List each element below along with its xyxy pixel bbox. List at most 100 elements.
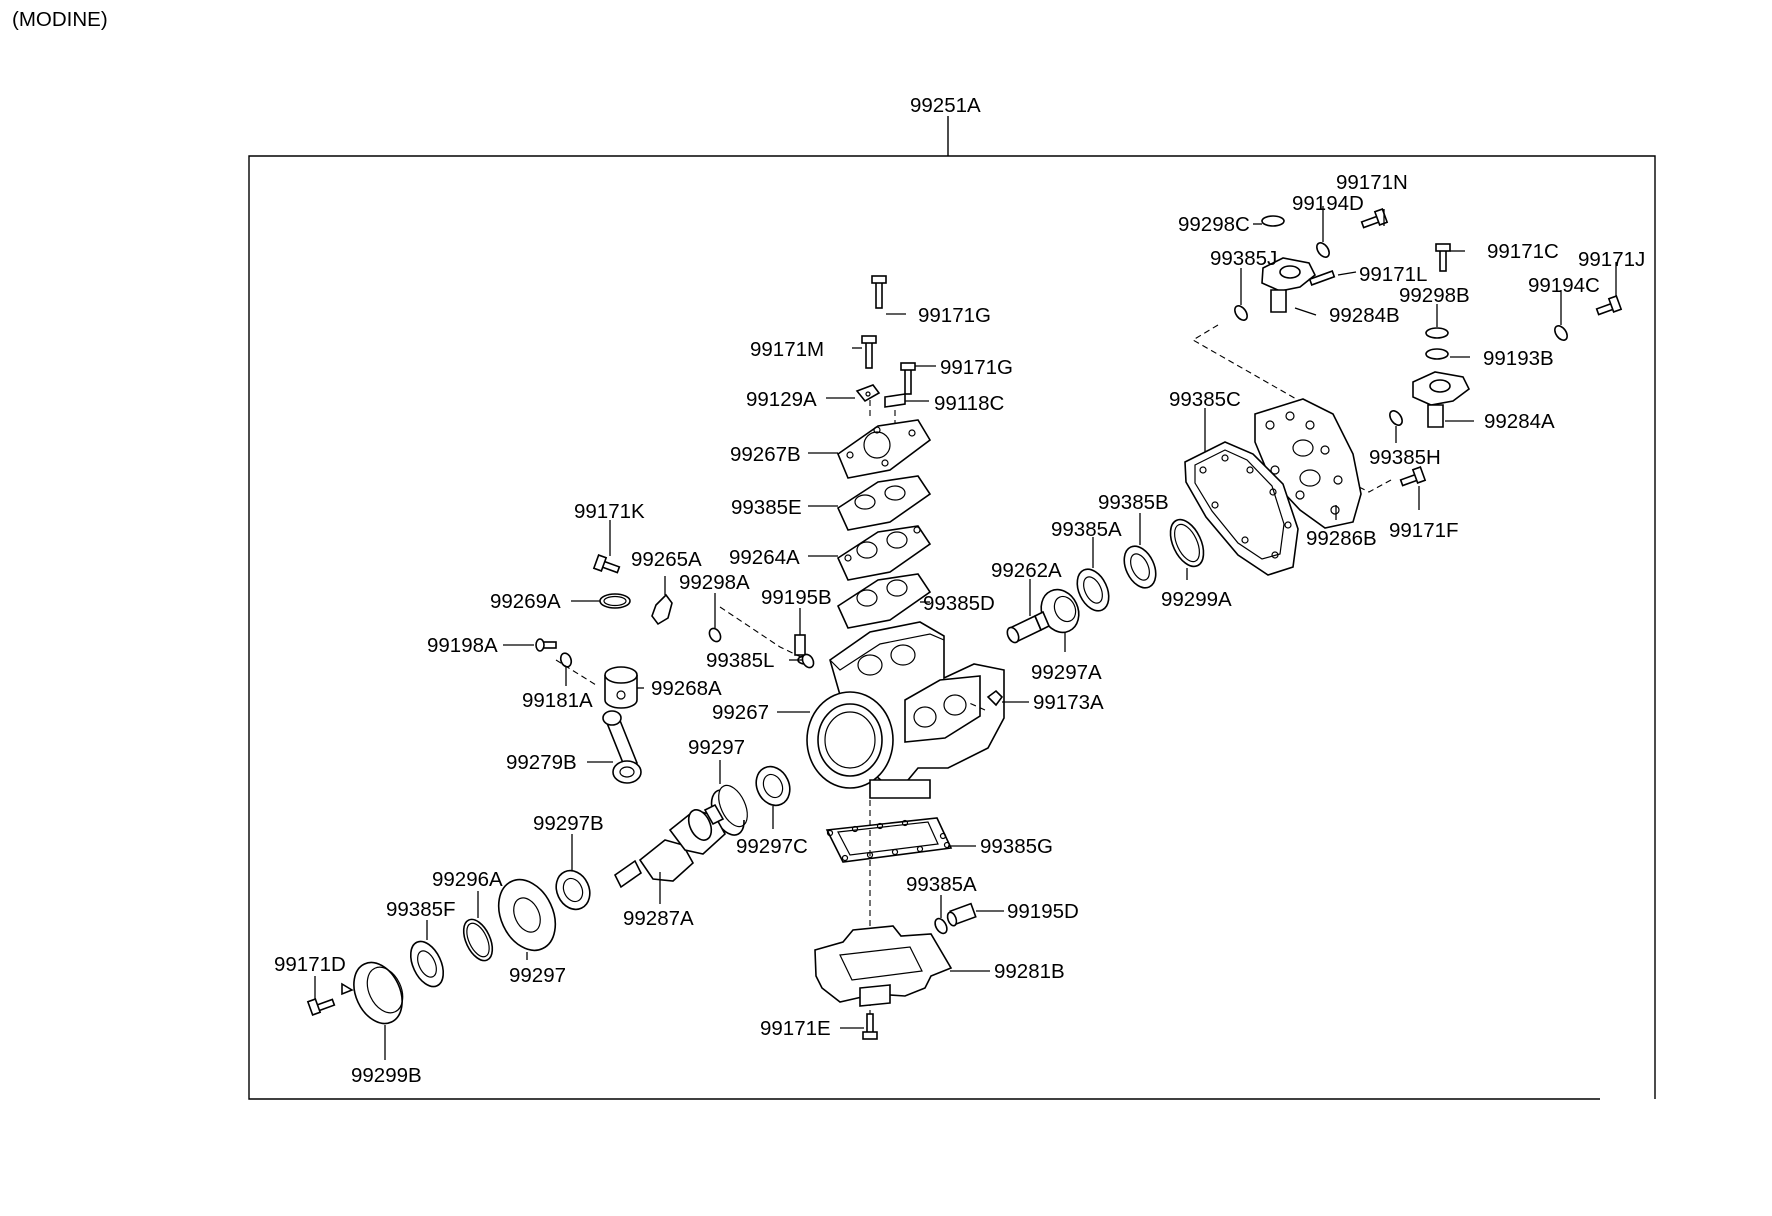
label-99298c[interactable]: 99298C: [1178, 213, 1250, 236]
oring-99298a[interactable]: [707, 626, 723, 643]
label-99299b[interactable]: 99299B: [351, 1064, 422, 1087]
label-99296a[interactable]: 99296A: [432, 868, 503, 891]
label-99195d[interactable]: 99195D: [1007, 900, 1079, 923]
label-99173a[interactable]: 99173A: [1033, 691, 1104, 714]
label-99286b[interactable]: 99286B: [1306, 527, 1377, 550]
connecting-rod-99279b[interactable]: [602, 710, 642, 784]
label-99385b[interactable]: 99385B: [1098, 491, 1169, 514]
bolt-99171n[interactable]: [1360, 208, 1389, 229]
label-99264a[interactable]: 99264A: [729, 546, 800, 569]
label-99297-bot[interactable]: 99297: [509, 964, 566, 987]
label-99284a[interactable]: 99284A: [1484, 410, 1555, 433]
piston-99268a[interactable]: [604, 666, 638, 709]
gasket-99385g[interactable]: [825, 817, 953, 863]
clip-99181a[interactable]: [559, 652, 573, 669]
gasket-99385c[interactable]: [1184, 441, 1299, 576]
label-99193b[interactable]: 99193B: [1483, 347, 1554, 370]
label-99171k[interactable]: 99171K: [574, 500, 645, 523]
gasket-99385f[interactable]: [404, 936, 450, 991]
label-99171n[interactable]: 99171N: [1336, 171, 1408, 194]
label-99171d[interactable]: 99171D: [274, 953, 346, 976]
label-99194c[interactable]: 99194C: [1528, 274, 1600, 297]
label-99171g-top[interactable]: 99171G: [918, 304, 991, 327]
gasket-99385e[interactable]: [836, 475, 932, 531]
bearing-99297b[interactable]: [550, 865, 596, 915]
label-99279b[interactable]: 99279B: [506, 751, 577, 774]
bolt-99171g-top[interactable]: [871, 275, 887, 309]
gasket-99385a-upper[interactable]: [1071, 564, 1115, 616]
bolt-99171l[interactable]: [1308, 270, 1336, 286]
bolt-99171j[interactable]: [1595, 295, 1623, 316]
leader-lines: [314, 206, 1617, 1060]
label-99129a[interactable]: 99129A: [746, 388, 817, 411]
label-99171c[interactable]: 99171C: [1487, 240, 1559, 263]
label-99297a[interactable]: 99297A: [1031, 661, 1102, 684]
label-99385a-lower[interactable]: 99385A: [906, 873, 977, 896]
label-99269a[interactable]: 99269A: [490, 590, 561, 613]
plug-99195d[interactable]: [946, 902, 977, 927]
bearing-99297c[interactable]: [750, 761, 796, 811]
label-99265a[interactable]: 99265A: [631, 548, 702, 571]
label-99171m[interactable]: 99171M: [750, 338, 824, 361]
oil-pan-99281b[interactable]: [814, 925, 953, 1007]
label-99171l[interactable]: 99171L: [1359, 263, 1427, 286]
gasket-99385l[interactable]: [800, 652, 816, 669]
crankshaft-99287a[interactable]: [613, 803, 727, 889]
bolt-99171m[interactable]: [861, 335, 877, 369]
label-99297b[interactable]: 99297B: [533, 812, 604, 835]
label-99171g-mid[interactable]: 99171G: [940, 356, 1013, 379]
label-99385g[interactable]: 99385G: [980, 835, 1053, 858]
bolt-99171e[interactable]: [862, 1013, 878, 1040]
seal-99297[interactable]: [488, 870, 566, 959]
label-99171f[interactable]: 99171F: [1389, 519, 1459, 542]
label-99262a[interactable]: 99262A: [991, 559, 1062, 582]
ring-99269a[interactable]: [599, 593, 631, 609]
label-99385l[interactable]: 99385L: [706, 649, 774, 672]
label-99385j[interactable]: 99385J: [1210, 247, 1277, 270]
label-99171e[interactable]: 99171E: [760, 1017, 831, 1040]
pin-99198a[interactable]: [535, 638, 557, 652]
label-99198a[interactable]: 99198A: [427, 634, 498, 657]
seal-cover-99299b[interactable]: [341, 955, 411, 1032]
gasket-99385b[interactable]: [1118, 541, 1162, 593]
label-99385d[interactable]: 99385D: [923, 592, 995, 615]
label-99299a[interactable]: 99299A: [1161, 588, 1232, 611]
bolt-99171f[interactable]: [1399, 466, 1427, 487]
label-99267b[interactable]: 99267B: [730, 443, 801, 466]
bolt-99171g-mid[interactable]: [900, 362, 916, 395]
valve-plate-99264a[interactable]: [836, 525, 932, 581]
gasket-99385d[interactable]: [836, 573, 932, 629]
shaft-99262a[interactable]: [1005, 610, 1051, 644]
bolt-99171k[interactable]: [592, 554, 621, 574]
assembly-number[interactable]: 99251A: [910, 94, 981, 117]
label-99118c[interactable]: 99118C: [934, 392, 1004, 415]
label-99298a[interactable]: 99298A: [679, 571, 750, 594]
label-99385c[interactable]: 99385C: [1169, 388, 1241, 411]
label-99284b[interactable]: 99284B: [1329, 304, 1400, 327]
label-99385e[interactable]: 99385E: [731, 496, 802, 519]
label-99287a[interactable]: 99287A: [623, 907, 694, 930]
label-99281b[interactable]: 99281B: [994, 960, 1065, 983]
label-99194d[interactable]: 99194D: [1292, 192, 1364, 215]
label-99181a[interactable]: 99181A: [522, 689, 593, 712]
label-99297c[interactable]: 99297C: [736, 835, 808, 858]
bolt-99171d[interactable]: [306, 998, 336, 1016]
seal-99299a[interactable]: [1164, 514, 1211, 571]
label-99385f[interactable]: 99385F: [386, 898, 456, 921]
label-99268a[interactable]: 99268A: [651, 677, 722, 700]
label-99385a-upper[interactable]: 99385A: [1051, 518, 1122, 541]
label-99267[interactable]: 99267: [712, 701, 769, 724]
oring-99385a-lower[interactable]: [933, 917, 950, 936]
crankcase-99267[interactable]: [806, 621, 1005, 799]
fitting-99173a[interactable]: [966, 689, 1004, 711]
label-99171j[interactable]: 99171J: [1578, 248, 1645, 271]
snap-ring-99296a[interactable]: [458, 915, 498, 965]
cover-99267b[interactable]: [837, 419, 932, 479]
label-99297-top[interactable]: 99297: [688, 736, 745, 759]
plate-99265a[interactable]: [651, 593, 673, 626]
bolt-99171c[interactable]: [1435, 243, 1451, 272]
label-99385h[interactable]: 99385H: [1369, 446, 1441, 469]
label-99195b[interactable]: 99195B: [761, 586, 832, 609]
label-99298b[interactable]: 99298B: [1399, 284, 1470, 307]
